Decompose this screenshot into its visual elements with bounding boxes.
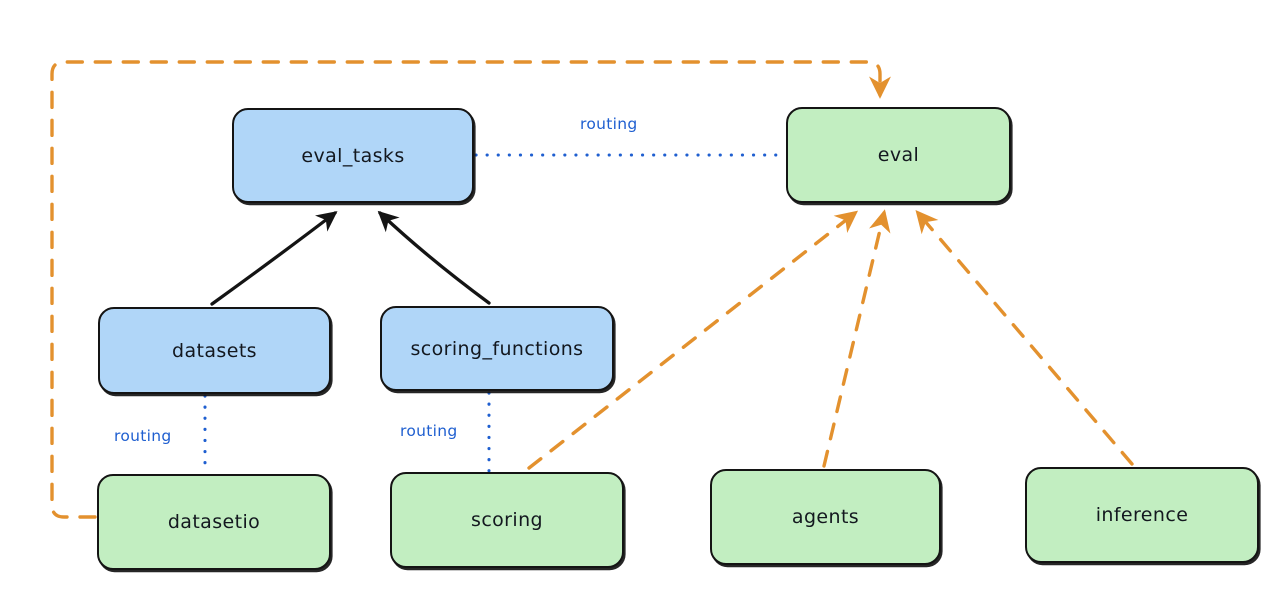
node-label-datasetio: datasetio — [167, 511, 261, 533]
edge-agents-to-eval — [822, 209, 891, 468]
node-label-datasets: datasets — [172, 339, 257, 362]
node-label-eval-tasks: eval_tasks — [301, 144, 405, 167]
edge-label-routing-datasets-datasetio: routing — [112, 427, 174, 445]
node-label-scoring: scoring — [471, 509, 543, 531]
node-label-inference: inference — [1095, 504, 1189, 526]
edge-label-routing-eval-tasks-eval: routing — [578, 115, 640, 133]
edge-label-routing-scoring-functions-scoring: routing — [398, 422, 460, 440]
node-inference[interactable]: inference — [1025, 467, 1259, 563]
node-eval[interactable]: eval — [786, 107, 1011, 203]
node-scoring[interactable]: scoring — [390, 472, 624, 568]
node-eval-tasks[interactable]: eval_tasks — [232, 108, 474, 203]
node-datasets[interactable]: datasets — [98, 307, 331, 394]
edge-scoring-functions-to-eval-tasks — [377, 210, 491, 305]
node-label-agents: agents — [791, 506, 860, 528]
node-agents[interactable]: agents — [710, 469, 941, 565]
node-label-scoring-functions: scoring_functions — [410, 337, 584, 360]
node-label-eval: eval — [877, 144, 920, 166]
node-datasetio[interactable]: datasetio — [97, 474, 331, 570]
edge-datasets-to-eval-tasks — [210, 211, 338, 306]
node-scoring-functions[interactable]: scoring_functions — [380, 306, 614, 391]
edge-inference-to-eval — [915, 210, 1134, 466]
